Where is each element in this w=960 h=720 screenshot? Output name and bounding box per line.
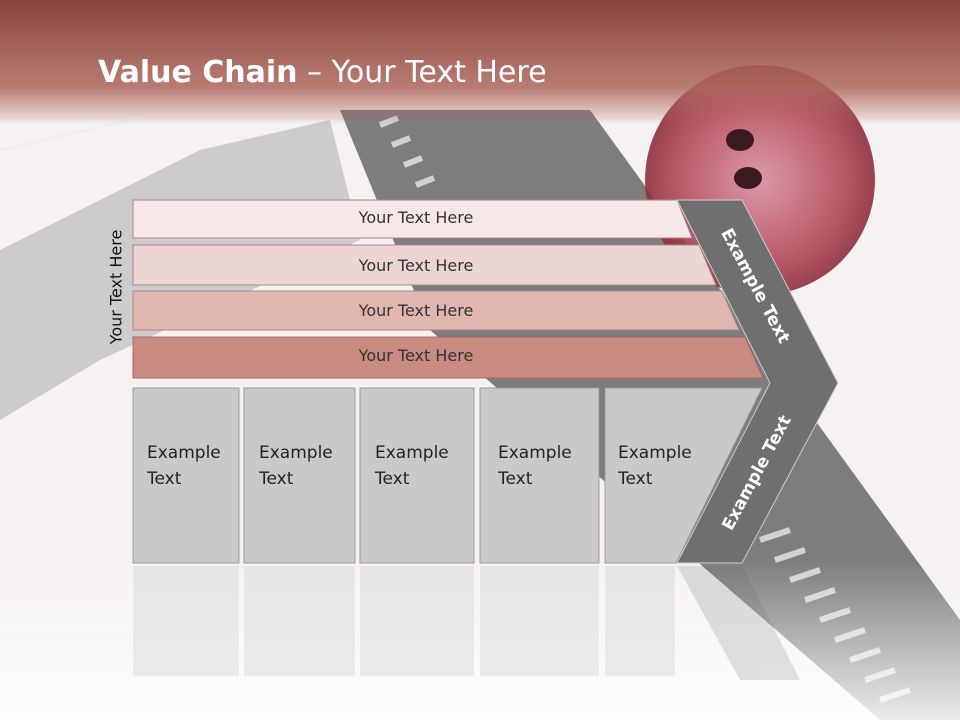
activity-box-3 [359,387,475,564]
activity-box-4 [479,387,600,564]
page-title: Value Chain – Your Text Here [98,55,547,90]
row-label-3: Your Text Here [358,301,474,320]
activity-label-1-line2: Text [147,469,182,489]
activity-label-2-line1: Example [259,443,333,463]
title-bar [0,0,960,125]
row-label-2: Your Text Here [358,256,474,275]
chevron-shape [676,199,839,564]
activity-box-2 [243,387,356,564]
activity-box-5 [604,387,763,564]
title-rest: – Your Text Here [297,55,547,90]
row-label-4: Your Text Here [358,346,474,365]
activity-label-3-line2: Text [375,469,410,489]
activity-label-4-line1: Example [498,443,572,463]
activity-label-1-line1: Example [147,443,221,463]
activity-label-5-line1: Example [618,443,692,463]
activity-label-2-line2: Text [259,469,294,489]
row-bar-2 [132,244,717,286]
title-bold: Value Chain [98,55,298,90]
activity-label-4-line2: Text [498,469,533,489]
activity-label-5-line2: Text [618,469,653,489]
row-label-1: Your Text Here [358,208,474,227]
activity-label-3-line1: Example [375,443,449,463]
row-bar-1 [132,199,693,239]
row-bar-3 [132,290,740,331]
row-bar-4 [132,336,764,379]
activity-box-1 [132,387,240,564]
